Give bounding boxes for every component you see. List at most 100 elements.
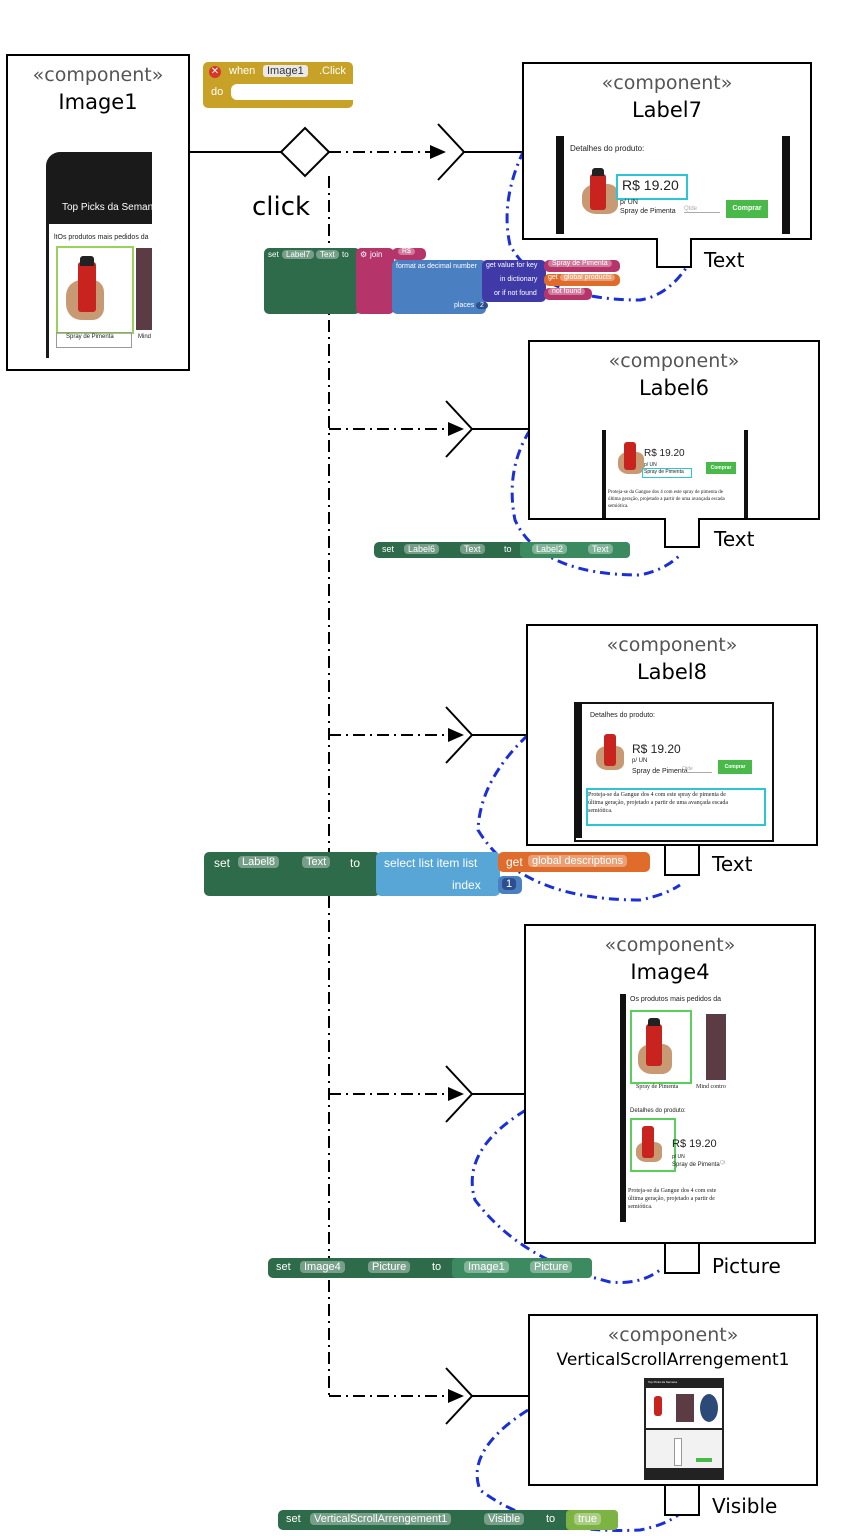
product-text: Spray de Pimenta — [632, 768, 688, 775]
select-list-block[interactable]: select list item list index — [376, 852, 500, 896]
key-text-block[interactable]: Spray de Pimenta — [544, 260, 620, 272]
component-dropdown[interactable]: Label8 — [238, 856, 280, 868]
buy-button[interactable]: Comprar — [726, 200, 768, 218]
app-title: Top Picks da Semana — [62, 202, 152, 213]
component-dropdown[interactable]: Image1 — [464, 1261, 509, 1273]
arrowhead — [448, 1087, 464, 1101]
price-text: R$ 19.20 — [632, 742, 681, 756]
stereotype-label: «component» — [601, 72, 733, 94]
binding-arc — [470, 1108, 661, 1284]
when-label: when — [229, 65, 256, 77]
property-dropdown[interactable]: Text — [302, 856, 331, 868]
format-decimal-block[interactable]: format as decimal number places 2 — [392, 260, 488, 314]
decision-diamond — [279, 126, 331, 178]
desc-line: semiótica. — [588, 808, 613, 814]
property-dropdown[interactable]: Picture — [368, 1261, 411, 1273]
dict-lookup-block[interactable]: get value for key in dictionary or if no… — [482, 260, 546, 302]
app-thumbnail: Top Picks da Semana — [644, 1378, 724, 1480]
gear-icon: ⚙ — [360, 250, 368, 259]
stereotype-label: «component» — [32, 64, 164, 86]
component-name: Image1 — [58, 90, 138, 114]
buy-button[interactable]: Comprar — [718, 760, 752, 774]
index-number-block[interactable]: 1 — [498, 876, 522, 894]
text-port — [664, 518, 700, 548]
product-text: Spray de Pimenta — [620, 208, 676, 215]
desc-line: última geração, projetado a partir de um… — [608, 497, 725, 502]
error-icon: ✕ — [209, 66, 221, 78]
price-text: R$ 19.20 — [672, 1138, 717, 1150]
do-slot — [231, 84, 353, 100]
header-text: Os produtos mais pedidos da — [630, 996, 722, 1003]
component-dropdown[interactable]: Image4 — [300, 1261, 345, 1273]
property-label: Visible — [712, 1494, 778, 1518]
click-label: click — [252, 192, 311, 222]
event-name: .Click — [319, 65, 346, 77]
property-dropdown[interactable]: Text — [460, 544, 485, 554]
label6-component: «component» Label6 R$ 19.20 p/ UN Spray … — [528, 340, 820, 520]
picture-port — [664, 1244, 700, 1274]
price-text: R$ 19.20 — [644, 448, 685, 459]
component-name: Label6 — [638, 376, 709, 400]
detalhes-text: Detalhes do produto: — [630, 1108, 686, 1114]
desc-line: última geração, projetado a partir de um… — [588, 800, 729, 806]
set-label6-block[interactable]: set Label6 Text to Label2 Text — [374, 542, 630, 558]
property-dropdown[interactable]: Text — [316, 250, 339, 259]
image1-component: «component» Image1 Top Picks da Semana l… — [6, 54, 190, 371]
unit-text: p/ UN — [644, 462, 657, 468]
do-label: do — [211, 86, 224, 98]
unit-text: p/ UN — [632, 758, 648, 764]
image4-component: «component» Image4 Os produtos mais pedi… — [524, 924, 816, 1244]
qty-placeholder: Qt — [720, 1160, 726, 1166]
detalhes-text: Detalhes do produto: — [590, 712, 655, 719]
qty-placeholder: Qtde — [682, 766, 712, 773]
set-label8-block[interactable]: set Label8 Text to — [204, 852, 380, 896]
qty-placeholder: Qtde — [684, 206, 720, 213]
unit-text: p/ UN — [672, 1154, 685, 1160]
property-dropdown[interactable]: Text — [588, 544, 613, 554]
set-vsa-block[interactable]: set VerticalScrollArrengement1 Visible t… — [278, 1510, 618, 1530]
label7-component: «component» Label7 Detalhes do produto: … — [522, 62, 812, 240]
component-dropdown[interactable]: Image1 — [263, 65, 308, 77]
item-caption: Mind contro — [696, 1084, 726, 1090]
join-block[interactable]: ⚙ join — [356, 248, 394, 314]
desc-line: semiótica. — [608, 504, 629, 509]
property-dropdown[interactable]: Picture — [530, 1261, 573, 1273]
desc-line: Proteja-se da Gangue dos 4 com este spra… — [588, 792, 726, 798]
get-descriptions-block[interactable]: get global descriptions — [498, 852, 650, 872]
property-dropdown[interactable]: Visible — [484, 1513, 525, 1525]
arrowhead — [448, 728, 464, 742]
desc-line: última geração, projetado a partir de — [628, 1196, 715, 1202]
item-caption: Mind — [138, 334, 152, 340]
desc-line: semiótica. — [628, 1204, 653, 1210]
price-text: R$ 19.20 — [622, 177, 679, 193]
get-global-block[interactable]: get global products — [544, 274, 620, 286]
arrowhead — [448, 422, 464, 436]
text-rs-block[interactable]: R$ — [392, 248, 426, 260]
visible-port — [664, 1486, 700, 1516]
component-name: Label7 — [631, 98, 702, 122]
stereotype-label: «component» — [606, 634, 738, 656]
app-subtitle: ltOs produtos mais pedidos da — [54, 234, 149, 241]
stereotype-label: «component» — [607, 1324, 739, 1346]
component-dropdown[interactable]: VerticalScrollArrengement1 — [310, 1513, 452, 1525]
component-dropdown[interactable]: Label2 — [532, 544, 568, 554]
arrowhead — [448, 1389, 464, 1403]
stereotype-label: «component» — [608, 350, 740, 372]
text-port — [664, 846, 700, 876]
property-label: Text — [712, 852, 753, 876]
event-block[interactable]: ✕ when Image1 .Click do — [203, 62, 353, 108]
text-port — [656, 238, 692, 268]
item-caption: Spray de Pimenta — [66, 334, 114, 340]
component-dropdown[interactable]: Label6 — [404, 544, 440, 554]
not-found-block[interactable]: not found — [544, 288, 592, 300]
set-label7-block[interactable]: set Label7 Text to — [264, 248, 360, 314]
buy-button[interactable]: Comprar — [706, 462, 736, 474]
property-label: Picture — [712, 1254, 781, 1278]
label8-component: «component» Label8 Detalhes do produto: … — [526, 624, 818, 846]
component-dropdown[interactable]: Label7 — [282, 250, 315, 259]
unit-text: p/ UN — [620, 199, 638, 206]
item-caption: Spray de Pimenta — [636, 1084, 679, 1090]
set-image4-block[interactable]: set Image4 Picture to Image1 Picture — [268, 1258, 592, 1278]
boolean-dropdown[interactable]: true — [574, 1513, 601, 1525]
vsa-component: «component» VerticalScrollArrengement1 T… — [528, 1314, 818, 1486]
